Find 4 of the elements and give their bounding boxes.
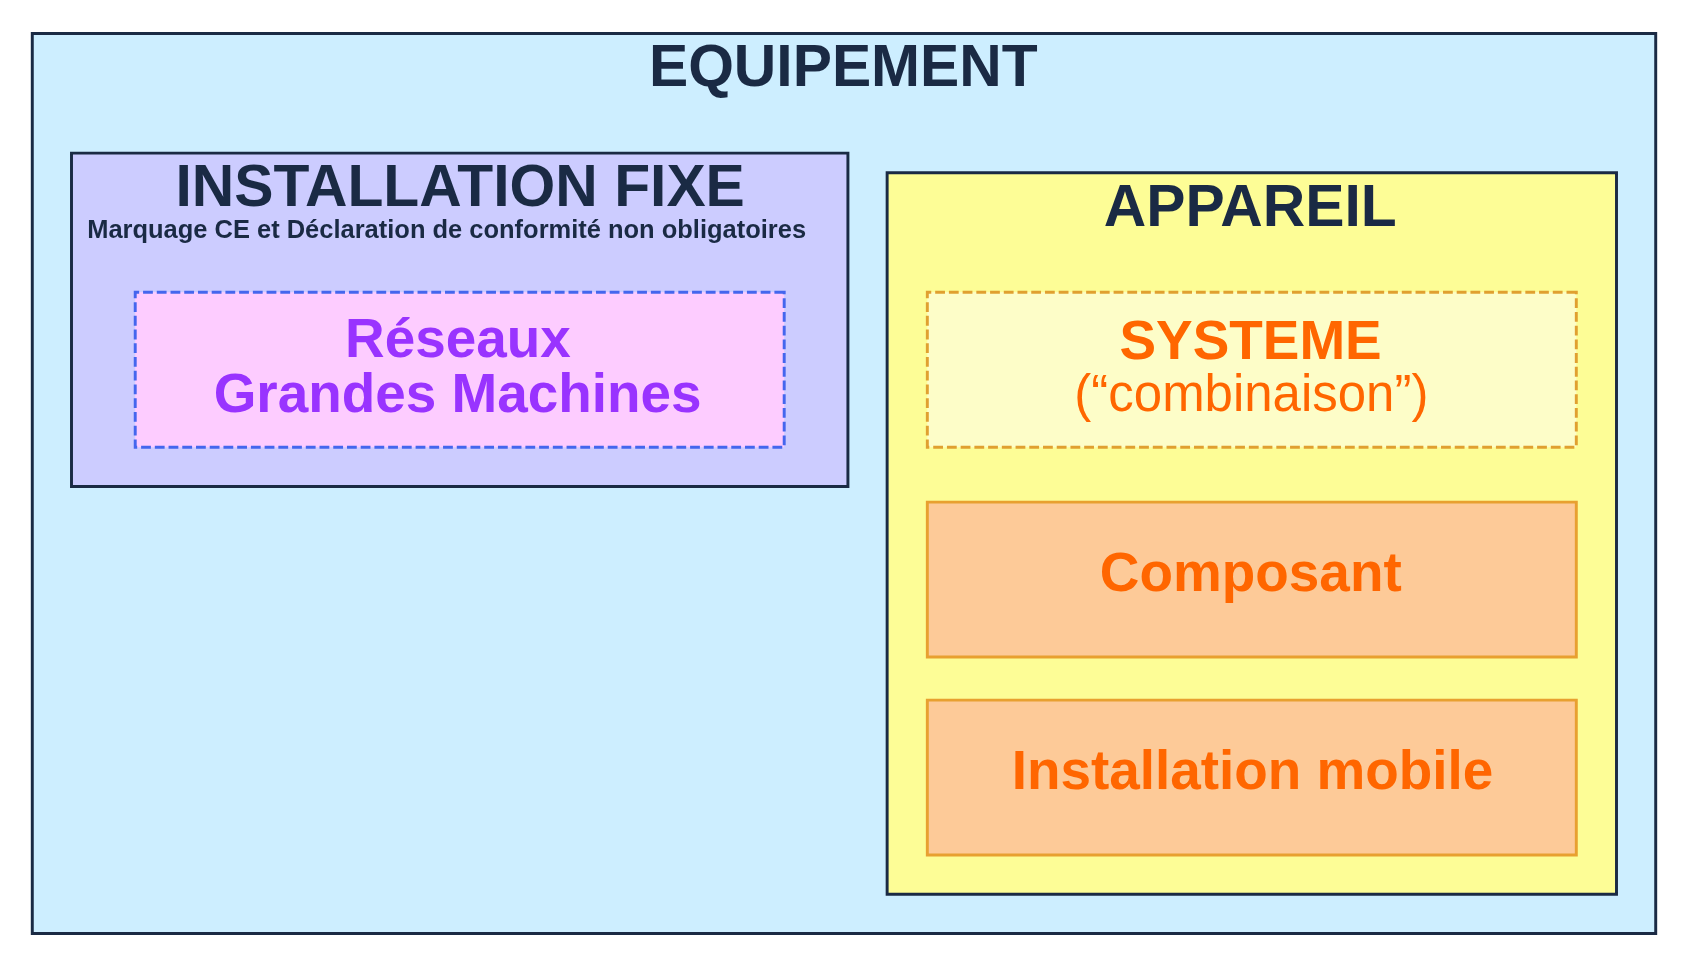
node-box: Réseaux Grandes Machines: [133, 290, 786, 449]
node-box: Composant: [925, 500, 1578, 659]
node-box: Installation mobile: [925, 698, 1578, 857]
node-box: SYSTEME (“combinaison”): [925, 290, 1578, 449]
